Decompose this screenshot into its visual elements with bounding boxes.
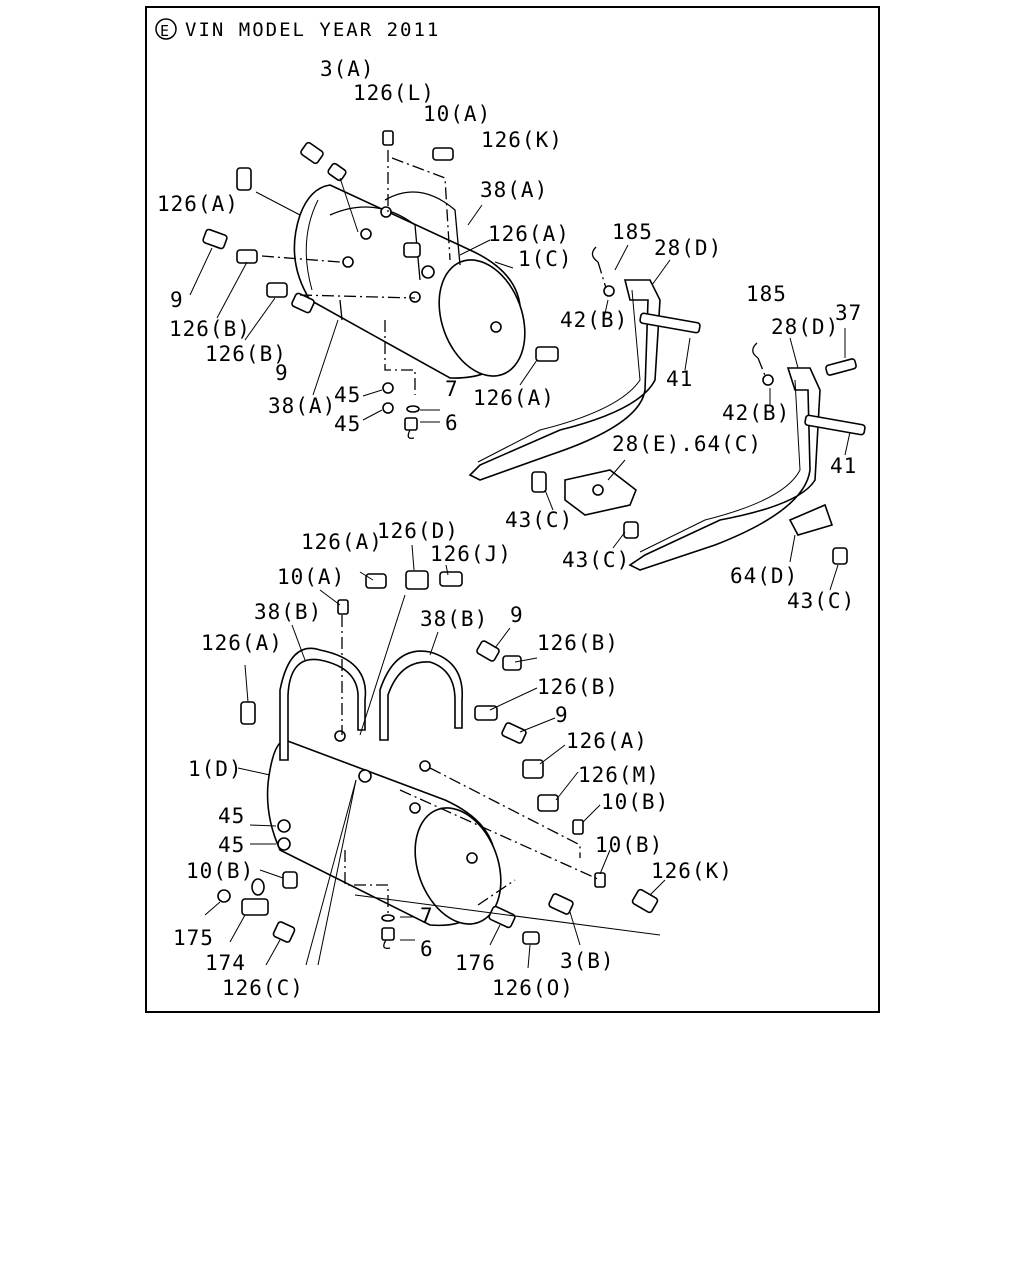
label-126a-b3: 126(A): [566, 729, 648, 753]
label-1c: 1(C): [518, 247, 573, 271]
bolt-41-b: [804, 414, 866, 436]
label-10a-top: 10(A): [423, 102, 491, 126]
upper-strap-b: [329, 206, 421, 281]
label-10b-c: 10(B): [595, 833, 663, 857]
label-126l: 126(L): [353, 81, 435, 105]
label-7-b: 7: [420, 904, 434, 928]
label-45-a: 45: [334, 383, 361, 407]
upper-strap-a: [384, 191, 461, 266]
label-126c: 126(C): [222, 976, 304, 1000]
header-badge-circle: [155, 18, 177, 40]
label-10b-b: 10(B): [186, 859, 254, 883]
label-126a-tank: 126(A): [473, 386, 555, 410]
label-176: 176: [455, 951, 496, 975]
callout-labels: 3(A) 126(L) 10(A) 126(K) 126(A) 38(A) 12…: [157, 57, 862, 1000]
label-42b-b: 42(B): [722, 401, 790, 425]
lower-strap-b: [379, 650, 463, 741]
label-3a: 3(A): [320, 57, 375, 81]
label-37: 37: [835, 301, 862, 325]
label-7-top: 7: [445, 377, 459, 401]
label-43c-b: 43(C): [562, 548, 630, 572]
label-38a-bot: 38(A): [268, 394, 336, 418]
diagram-frame: [145, 6, 880, 1013]
lower-tank: [266, 739, 502, 927]
label-9-left: 9: [170, 288, 184, 312]
label-45-d: 45: [218, 833, 245, 857]
label-41-a: 41: [666, 367, 693, 391]
label-126a-mid: 126(A): [488, 222, 570, 246]
bracket-b: [628, 367, 821, 571]
label-42b-a: 42(B): [560, 308, 628, 332]
label-6-b: 6: [420, 937, 434, 961]
label-126o: 126(O): [492, 976, 574, 1000]
lower-strap-a: [279, 647, 367, 761]
label-126b-d: 126(B): [537, 675, 619, 699]
label-43c-c: 43(C): [787, 589, 855, 613]
upper-fittings: [202, 130, 559, 439]
label-185-b: 185: [746, 282, 787, 306]
label-28e-64c: 28(E).64(C): [612, 432, 762, 456]
label-3b: 3(B): [560, 949, 615, 973]
label-126b-b: 126(B): [205, 342, 287, 366]
label-185-a: 185: [612, 220, 653, 244]
label-45-c: 45: [218, 804, 245, 828]
label-126d: 126(D): [377, 519, 459, 543]
label-126j: 126(J): [430, 542, 512, 566]
label-175: 175: [173, 926, 214, 950]
label-28d-b: 28(D): [771, 315, 839, 339]
label-43c-a: 43(C): [505, 508, 573, 532]
upper-tank: [293, 184, 526, 379]
bracket-a: [468, 279, 661, 481]
bolt-37: [825, 358, 857, 376]
label-9-c: 9: [510, 603, 524, 627]
label-28d-a: 28(D): [654, 236, 722, 260]
label-126a-b2: 126(A): [201, 631, 283, 655]
label-126m: 126(M): [578, 763, 660, 787]
label-126k-b: 126(K): [651, 859, 733, 883]
plate-64d: [788, 503, 834, 536]
label-174: 174: [205, 951, 246, 975]
label-45-b: 45: [334, 412, 361, 436]
label-126b-a: 126(B): [169, 317, 251, 341]
label-9-b: 9: [275, 361, 289, 385]
label-38a-top: 38(A): [480, 178, 548, 202]
label-6-top: 6: [445, 411, 459, 435]
label-38b-a: 38(B): [254, 600, 322, 624]
label-9-d: 9: [555, 703, 569, 727]
label-1d: 1(D): [188, 757, 243, 781]
label-126b-c: 126(B): [537, 631, 619, 655]
label-126a-b1: 126(A): [301, 530, 383, 554]
label-41-b: 41: [830, 454, 857, 478]
header-title: VIN MODEL YEAR 2011: [185, 19, 440, 41]
label-126k-top: 126(K): [481, 128, 563, 152]
label-10b-a: 10(B): [601, 790, 669, 814]
label-38b-b: 38(B): [420, 607, 488, 631]
label-64d: 64(D): [730, 564, 798, 588]
bolt-41-a: [639, 312, 701, 334]
header-badge: E: [160, 22, 170, 40]
label-126a-left: 126(A): [157, 192, 239, 216]
label-10a-b: 10(A): [277, 565, 345, 589]
